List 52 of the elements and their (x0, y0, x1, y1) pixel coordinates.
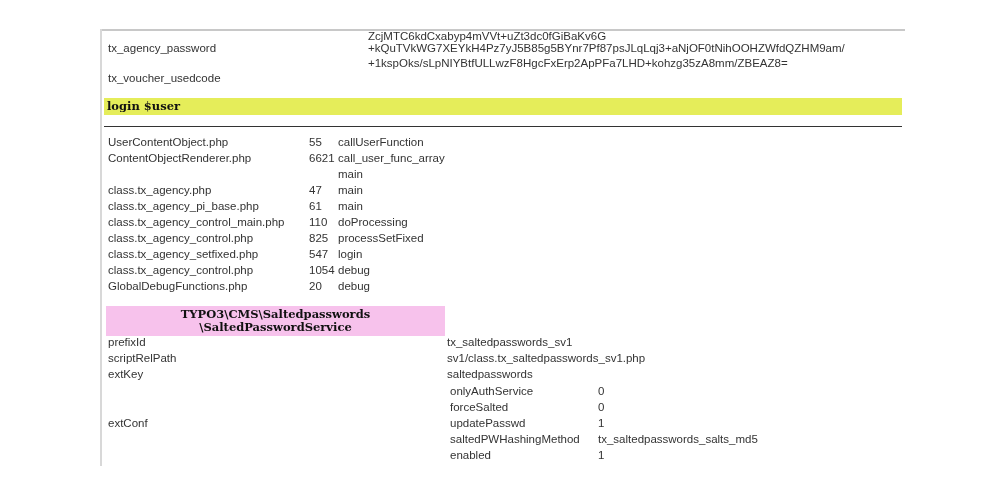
table-cell-text: class.tx_agency_control.php (108, 263, 254, 278)
table-cell-text: 47 (309, 183, 322, 198)
table-cell-text: callUserFunction (338, 135, 424, 150)
table-cell-text: call_user_func_array (338, 151, 445, 166)
table-cell-text: GlobalDebugFunctions.php (108, 279, 248, 294)
table-cell-text: 20 (309, 279, 322, 294)
table-cell-text: ZcjMTC6kdCxabyp4mVVt+uZt3dc0fGiBaKv6G (368, 29, 607, 44)
table-cell-text: saltedpasswords (447, 367, 533, 382)
table-cell-text: ContentObjectRenderer.php (108, 151, 252, 166)
table-cell-text: prefixId (108, 335, 146, 350)
table-cell-text: main (338, 167, 363, 182)
table-cell-text: extKey (108, 367, 144, 382)
table-cell-text: 1 (598, 448, 605, 463)
table-cell-text: processSetFixed (338, 231, 424, 246)
table-cell-text: class.tx_agency_control.php (108, 231, 254, 246)
table-cell-text: +kQuTVkWG7XEYkH4Pz7yJ5B85g5BYnr7Pf87psJLqLqj3+aNjOF0tNihOOHZWfdQZHM9am/ (368, 42, 845, 56)
table-cell-text: 110 (309, 215, 328, 230)
table-cell-text: 0 (598, 384, 605, 399)
table-cell-text: tx_voucher_usedcode (108, 71, 221, 86)
table-cell-text: 825 (309, 231, 329, 246)
class-heading-band: TYPO3\CMS\Saltedpasswords \SaltedPasswordService (106, 306, 445, 336)
table-cell-text: tx_saltedpasswords_salts_md5 (598, 432, 758, 447)
table-cell-text: class.tx_agency.php (108, 183, 212, 198)
table-cell-text: onlyAuthService (450, 384, 534, 399)
table-cell-text: main (338, 183, 363, 198)
table-cell-text: doProcessing (338, 215, 408, 230)
table-cell-text: class.tx_agency_pi_base.php (108, 199, 259, 214)
table-cell-text: 1054 (309, 263, 335, 278)
table-cell-text: UserContentObject.php (108, 135, 229, 150)
table-cell-text: tx_agency_password (108, 41, 217, 56)
table-cell-text: 0 (598, 400, 605, 415)
table-cell-text: login (338, 247, 363, 262)
table-cell-text: sv1/class.tx_saltedpasswords_sv1.php (447, 351, 646, 366)
table-cell-text: debug (338, 263, 370, 278)
table-cell-text: 6621 (309, 151, 335, 166)
table-cell-text: tx_saltedpasswords_sv1 (447, 335, 573, 350)
section-heading-band: login $user (104, 98, 902, 115)
table-cell-text: saltedPWHashingMethod (450, 432, 580, 447)
table-cell-text: main (338, 199, 363, 214)
table-cell-text: extConf (108, 416, 148, 431)
table-cell-text: updatePasswd (450, 416, 526, 431)
table-cell-text: forceSalted (450, 400, 509, 415)
table-cell-text: 1 (598, 416, 605, 431)
table-cell-text: 55 (309, 135, 322, 150)
table-cell-text: debug (338, 279, 370, 294)
table-cell-text: class.tx_agency_control_main.php (108, 215, 285, 230)
table-cell-text: +1kspOks/sLpNIYBtfULLwzF8HgcFxErp2ApPFa7LHD+kohzg35zA8mm/ZBEAZ8= (368, 56, 788, 71)
table-cell-text: enabled (450, 448, 491, 463)
table-cell-text: scriptRelPath (108, 351, 177, 366)
table-cell-text: 547 (309, 247, 329, 262)
table-cell-text: 61 (309, 199, 322, 214)
table-cell-text: class.tx_agency_setfixed.php (108, 247, 259, 262)
